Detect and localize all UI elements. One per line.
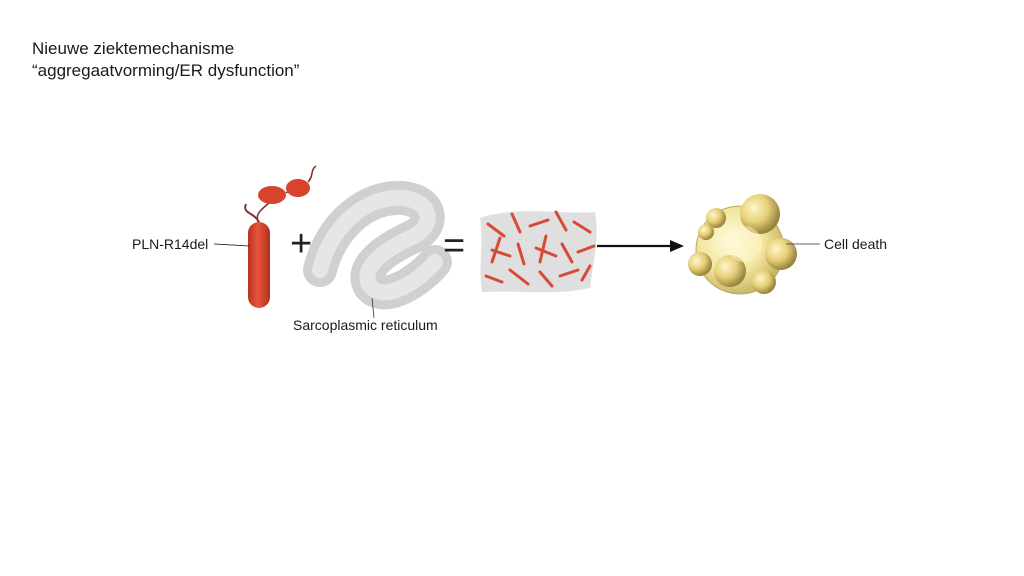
- arrow-right-icon: [597, 240, 684, 252]
- title-line-2: “aggregaatvorming/ER dysfunction”: [32, 61, 300, 80]
- dying-cell-icon: [688, 194, 797, 295]
- plus-sign: +: [290, 223, 312, 265]
- title-line-1: Nieuwe ziektemechanisme: [32, 39, 235, 58]
- slide-title: Nieuwe ziektemechanisme “aggregaatvormin…: [32, 38, 299, 82]
- aggregate-icon: [480, 210, 597, 293]
- protein-label: PLN-R14del: [132, 236, 209, 252]
- reticulum-label: Sarcoplasmic reticulum: [293, 317, 438, 333]
- equals-sign: =: [443, 225, 465, 267]
- outcome-label: Cell death: [824, 236, 888, 252]
- reticulum-icon: [303, 181, 452, 319]
- protein-leader-line: [213, 243, 251, 247]
